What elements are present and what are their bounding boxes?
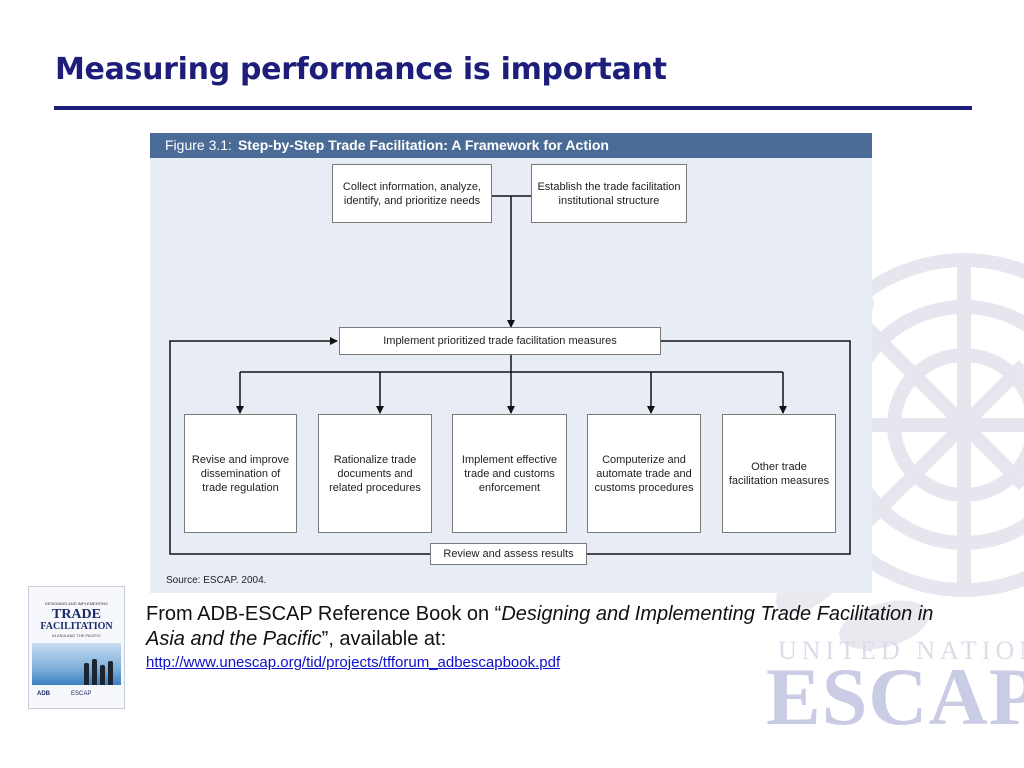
figure-connectors [169, 195, 851, 555]
right-loop [587, 340, 851, 555]
box-computerize-procedures: Computerize and automate trade and custo… [587, 414, 701, 533]
book-title-line2: FACILITATION [40, 621, 113, 632]
box-collect-info: Collect information, analyze, identify, … [332, 164, 492, 223]
caption-book-title: Designing and Implementing Trade Facilit… [146, 603, 934, 650]
left-loop [169, 337, 430, 555]
figure-header: Figure 3.1: Step-by-Step Trade Facilitati… [150, 133, 872, 158]
watermark-united-nations: UNITED NATIONS [778, 636, 1024, 665]
watermark-escap: ESCAP [766, 651, 1024, 742]
book-cover-thumbnail: DESIGNING AND IMPLEMENTING TRADE FACILIT… [28, 586, 125, 709]
figure-label: Figure 3.1: [165, 137, 232, 153]
box-rationalize-documents: Rationalize trade documents and related … [318, 414, 432, 533]
framework-figure: Figure 3.1: Step-by-Step Trade Facilitati… [150, 133, 872, 593]
box-revise-dissemination: Revise and improve dissemination of trad… [184, 414, 297, 533]
adb-logo: ADB [37, 691, 50, 697]
caption-suffix: ”, available at: [321, 628, 447, 650]
reference-caption: From ADB-ESCAP Reference Book on “Design… [146, 602, 946, 674]
box-implement-measures: Implement prioritized trade facilitation… [339, 327, 661, 355]
figure-source: Source: ESCAP. 2004. [166, 575, 267, 586]
figure-title: Step-by-Step Trade Facilitation: A Frame… [237, 137, 609, 153]
box-establish-structure: Establish the trade facilitation institu… [531, 164, 687, 223]
box-customs-enforcement: Implement effective trade and customs en… [452, 414, 567, 533]
caption-prefix: From ADB-ESCAP Reference Book on “ [146, 603, 502, 625]
title-rule [54, 106, 972, 110]
book-cover-image [32, 643, 121, 685]
box-review-results: Review and assess results [430, 543, 587, 565]
slide-title: Measuring performance is important [55, 52, 667, 87]
book-cover-title: TRADE FACILITATION [29, 607, 124, 633]
escap-logo: ESCAP [71, 691, 92, 697]
book-top-line: DESIGNING AND IMPLEMENTING [44, 601, 109, 606]
book-title-line1: TRADE [51, 607, 101, 622]
book-pdf-link[interactable]: http://www.unescap.org/tid/projects/tffo… [146, 654, 561, 671]
book-subtitle: IN ASIA AND THE PACIFIC [52, 633, 101, 638]
box-other-measures: Other trade facilitation measures [722, 414, 836, 533]
